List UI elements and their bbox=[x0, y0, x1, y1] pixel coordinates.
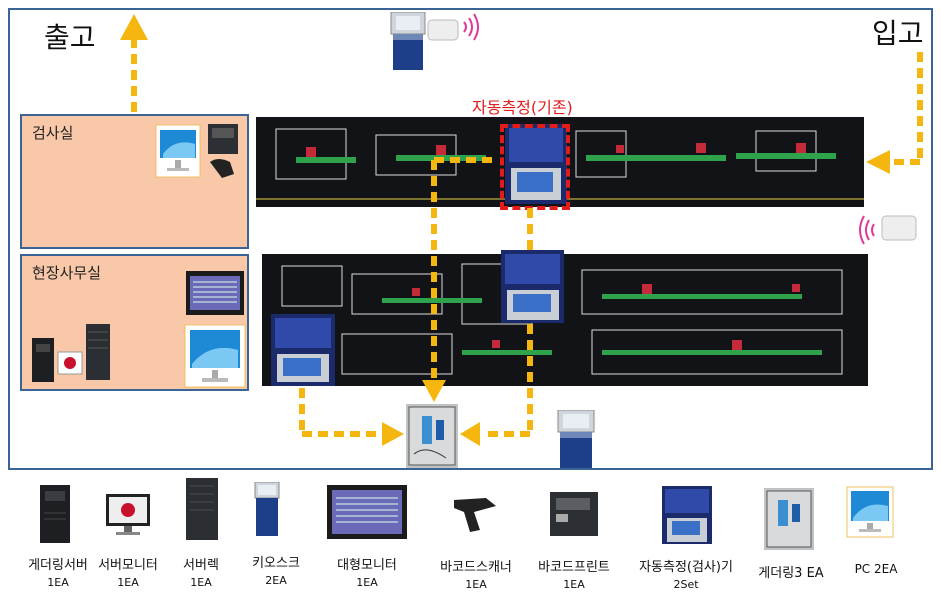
kiosk-icon bbox=[554, 409, 598, 468]
monitor-icon bbox=[104, 492, 152, 538]
wireless-receiver-icon bbox=[858, 212, 920, 246]
legend-name: 게더링서버 bbox=[28, 558, 88, 573]
pc-icon bbox=[155, 124, 201, 178]
kiosk-icon bbox=[388, 11, 428, 72]
legend-qty: 1EA bbox=[563, 578, 585, 591]
legend-qty: 1EA bbox=[190, 576, 212, 589]
outbound-label: 출고 bbox=[44, 21, 96, 54]
legend-qty: 1EA bbox=[465, 578, 487, 591]
legend-name: 바코드프린트 bbox=[538, 560, 610, 575]
layout-frame bbox=[8, 8, 933, 470]
legend-name: 대형모니터 bbox=[337, 558, 397, 573]
auto-measure-device-icon bbox=[501, 250, 564, 323]
kiosk-icon bbox=[252, 481, 282, 538]
wireless-receiver-icon bbox=[426, 12, 482, 42]
barcode-scanner-icon bbox=[450, 494, 500, 534]
server-tower-icon bbox=[30, 322, 114, 382]
legend-name: 바코드스캐너 bbox=[440, 560, 512, 575]
auto-measure-device-icon bbox=[505, 124, 567, 204]
auto-measure-device-icon bbox=[271, 314, 335, 386]
barcode-printer-icon bbox=[548, 490, 600, 538]
gathering-box-icon bbox=[764, 488, 814, 550]
pc-icon bbox=[184, 324, 246, 388]
legend-qty: 1EA bbox=[47, 576, 69, 589]
legend-name: 키오스크 bbox=[252, 556, 300, 571]
large-monitor-icon bbox=[326, 484, 408, 540]
auto-measure-label: 자동측정(기존) bbox=[472, 98, 573, 117]
server-tower-icon bbox=[36, 483, 74, 545]
legend-qty: 1EA bbox=[356, 576, 378, 589]
legend-name: PC 2EA bbox=[854, 562, 898, 576]
legend-qty: 1EA bbox=[117, 576, 139, 589]
legend-name: 게더링3 EA bbox=[758, 566, 824, 581]
inbound-label: 입고 bbox=[872, 17, 924, 50]
server-rack-icon bbox=[184, 476, 220, 542]
large-monitor-icon bbox=[185, 268, 245, 318]
legend-name: 자동측정(검사)기 bbox=[639, 560, 733, 575]
existing-auto-measure-highlight bbox=[500, 124, 570, 210]
legend-qty: 2Set bbox=[673, 578, 699, 591]
floor-plan-lower bbox=[262, 254, 868, 386]
pc-icon bbox=[846, 486, 894, 538]
barcode-printer-icon bbox=[204, 122, 242, 180]
site-office-label: 현장사무실 bbox=[32, 264, 102, 282]
gathering-box-icon bbox=[406, 404, 458, 468]
inspection-room-label: 검사실 bbox=[32, 124, 74, 142]
auto-measure-device-icon bbox=[662, 486, 712, 544]
legend-qty: 2EA bbox=[265, 574, 287, 587]
legend-name: 서버모니터 bbox=[98, 558, 158, 573]
legend-name: 서버렉 bbox=[183, 558, 219, 573]
